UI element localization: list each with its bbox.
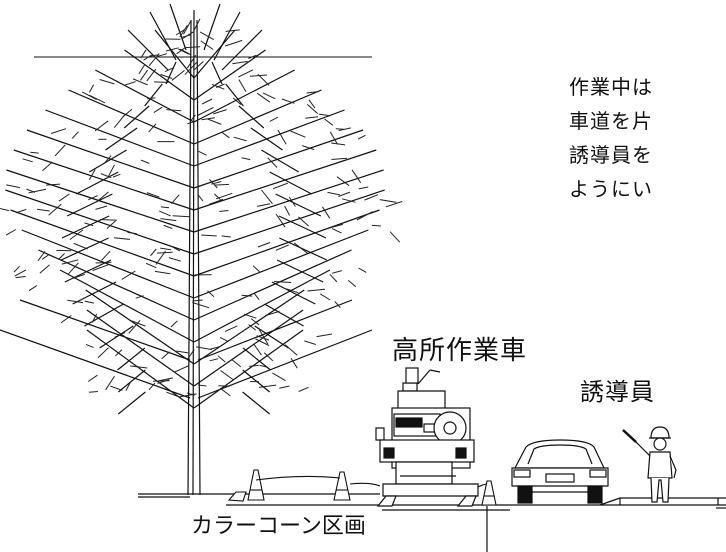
notice-paragraph: 作業中は 車道を片 誘導員を ようにい	[569, 70, 653, 206]
cone	[481, 480, 497, 506]
traffic-guide-person	[622, 426, 677, 503]
bucket-truck-label: 高所作業車	[392, 336, 528, 366]
notice-line: 車道を片	[569, 109, 653, 133]
notice-line: 作業中は	[569, 75, 653, 99]
cone-zone-label: カラーコーン区画	[191, 514, 366, 539]
traffic-cones	[227, 469, 497, 506]
traffic-guide-label: 誘導員	[580, 378, 655, 406]
cone	[247, 469, 265, 501]
tree-drawing	[0, 3, 385, 496]
tree-leaf-strokes	[0, 18, 403, 398]
bucket-truck	[375, 367, 479, 507]
notice-line: ようにい	[569, 177, 653, 201]
notice-line: 誘導員を	[569, 143, 653, 167]
passenger-car	[511, 439, 609, 504]
cone	[333, 471, 351, 501]
